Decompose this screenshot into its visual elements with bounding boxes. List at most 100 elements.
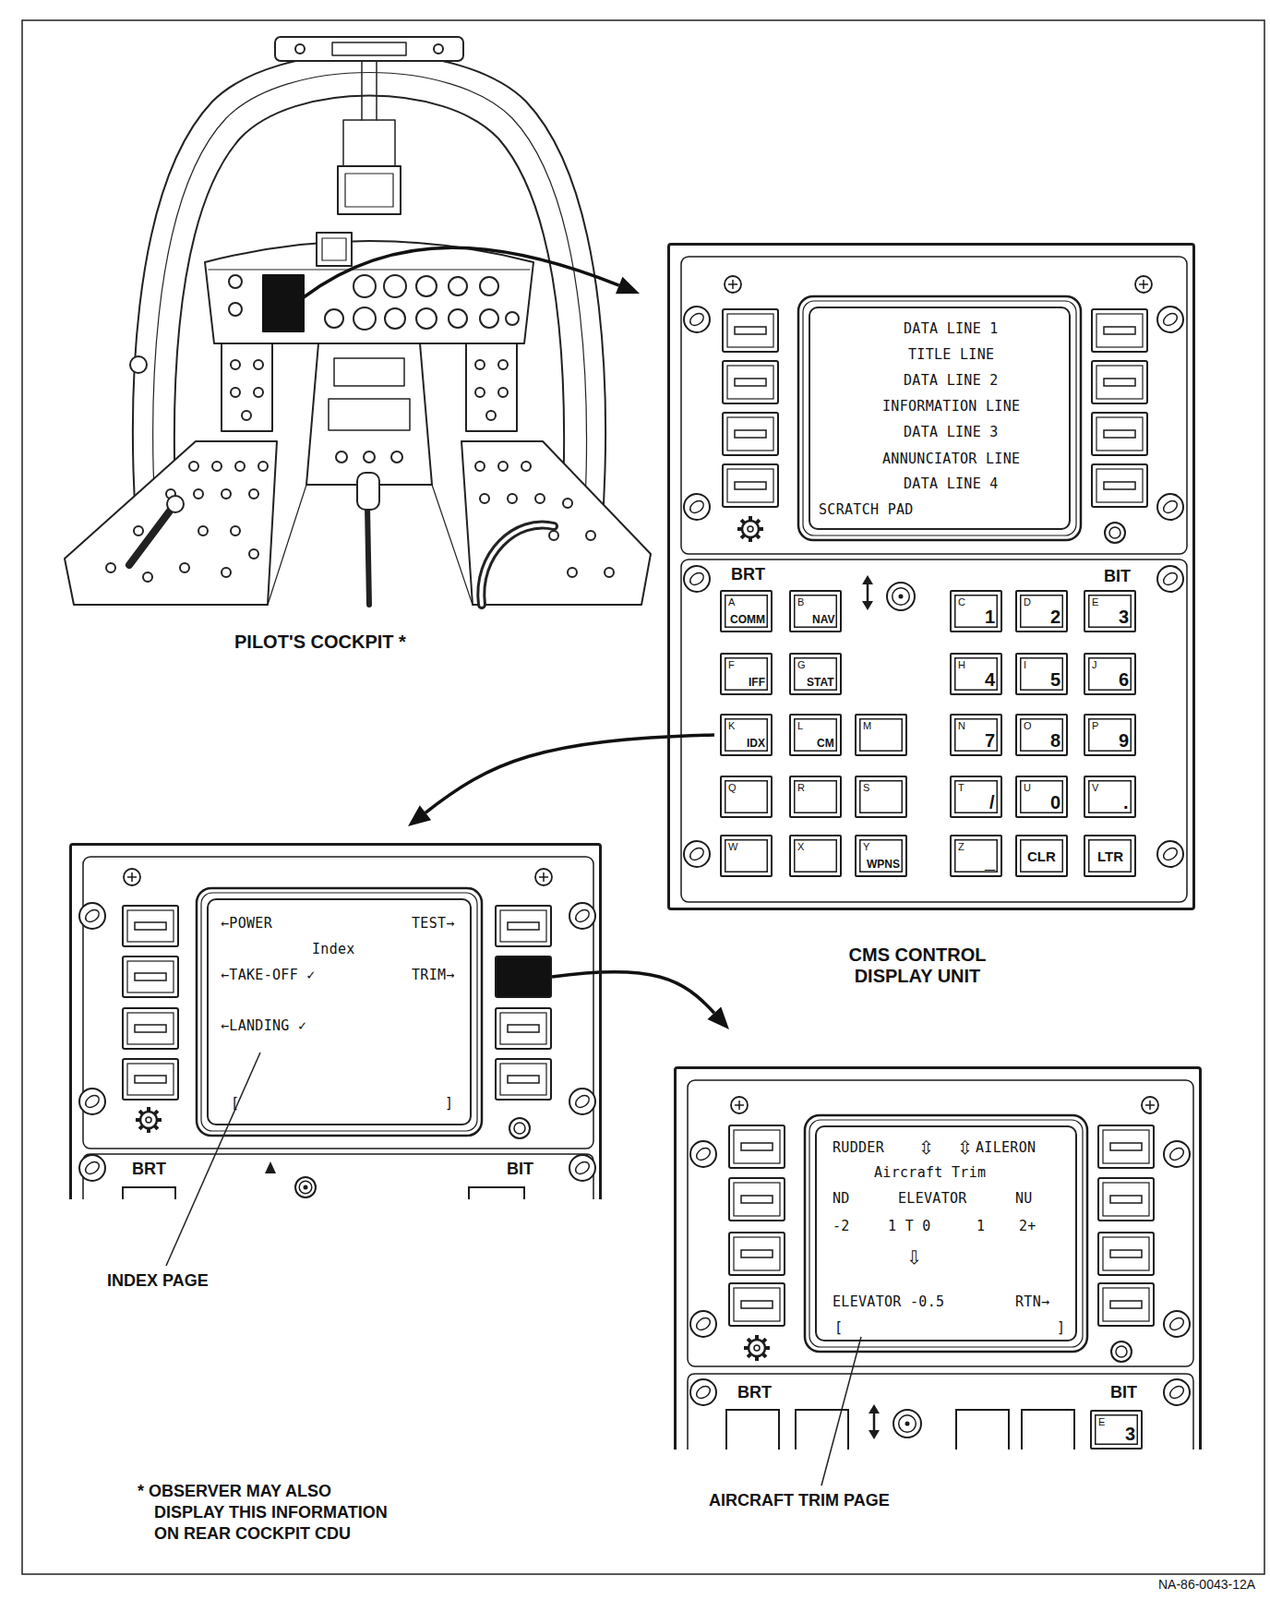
panel-frame xyxy=(681,559,1187,902)
screen-text: DATA LINE 4 xyxy=(903,475,999,492)
indicator-ring xyxy=(1104,522,1126,543)
screen-text: ←TAKE-OFF ✓ xyxy=(220,966,316,983)
indicator-lens xyxy=(1109,527,1121,539)
line-select-key xyxy=(122,1007,179,1049)
screw-slot xyxy=(687,498,706,516)
screw-cross xyxy=(539,872,549,882)
screen-text: TEST→ xyxy=(411,914,456,932)
indicator-ring xyxy=(509,1117,530,1139)
screw-head xyxy=(1163,1310,1190,1337)
line-select-key xyxy=(1098,1282,1154,1326)
leader-lines xyxy=(166,1052,862,1486)
panel-label: PILOT'S COCKPIT * xyxy=(234,631,407,653)
bit-indicator xyxy=(509,1117,530,1139)
keypad-key: LCM xyxy=(789,713,842,756)
cockpit-drawing-part xyxy=(253,359,264,370)
line-select-key xyxy=(1098,1177,1154,1221)
cockpit-drawing-part xyxy=(295,44,305,54)
key-legend: E xyxy=(1098,1415,1105,1427)
keypad-key: E3 xyxy=(1083,589,1137,633)
key-legend: O xyxy=(1023,719,1032,731)
cockpit-drawing-part xyxy=(345,173,394,207)
screw-head xyxy=(683,565,710,592)
display-screen: ←POWERTEST→Index←TAKE-OFF ✓TRIM→←LANDING… xyxy=(206,898,472,1126)
key-legend: 1 xyxy=(984,607,995,626)
key-outline xyxy=(1091,309,1148,352)
cockpit-drawing-part xyxy=(337,166,401,215)
key-legend: W xyxy=(728,840,738,852)
key-legend: _ xyxy=(984,851,995,871)
knob-rim xyxy=(886,582,915,611)
brightness-control xyxy=(737,515,764,542)
screw-slot xyxy=(83,1092,101,1110)
cockpit-drawing-part xyxy=(235,461,245,471)
key-inner xyxy=(127,1012,174,1044)
key-inner xyxy=(1096,313,1143,348)
cockpit-drawing-part xyxy=(230,526,240,536)
cockpit-drawing-part xyxy=(479,309,499,328)
screw-head xyxy=(1157,565,1184,592)
key-inner xyxy=(1102,1129,1150,1163)
arrow-head xyxy=(615,276,640,295)
cockpit-drawing-part xyxy=(353,307,376,330)
cockpit-drawing-part xyxy=(604,567,614,577)
screw-slot xyxy=(1161,845,1179,863)
key-inner xyxy=(727,365,774,399)
cockpit-drawing-part xyxy=(324,309,344,328)
key-bar xyxy=(1110,1249,1142,1258)
knob-dot xyxy=(303,1185,309,1190)
brightness-control xyxy=(743,1334,770,1361)
key-legend: T xyxy=(958,781,965,793)
cockpit-drawing-part xyxy=(375,60,378,120)
cockpit-drawing-part xyxy=(230,359,240,370)
key-legend: STAT xyxy=(806,675,835,689)
keypad-key: R xyxy=(789,775,842,818)
key-outline xyxy=(1091,464,1148,507)
key-legend: 0 xyxy=(1050,792,1061,812)
cockpit-drawing-part xyxy=(367,505,370,605)
screen-text: AILERON xyxy=(975,1138,1036,1156)
cockpit-drawing-part xyxy=(479,493,490,504)
key-bar xyxy=(734,326,767,335)
key-bar xyxy=(734,481,767,490)
cockpit-drawing-part xyxy=(343,119,396,167)
key-outline xyxy=(729,1232,785,1275)
key-legend: 3 xyxy=(1125,1424,1136,1443)
cockpit-drawing-part xyxy=(263,275,304,332)
panel-label: BIT xyxy=(506,1159,534,1179)
cockpit-drawing-part xyxy=(230,387,240,397)
screw-head xyxy=(1163,1140,1190,1167)
screw-slot xyxy=(1161,311,1179,328)
screw-slot xyxy=(83,907,101,924)
figure-label: INDEX PAGE xyxy=(107,1270,209,1291)
key-inner xyxy=(733,1236,780,1270)
key-legend: F xyxy=(728,658,735,671)
screw-head xyxy=(79,1154,106,1181)
key-bar xyxy=(134,922,167,930)
rotary-knob xyxy=(295,1176,316,1198)
screw-head xyxy=(123,868,141,886)
key-outline xyxy=(722,309,779,352)
cockpit-drawing-part xyxy=(64,441,277,605)
key-legend: V xyxy=(1091,781,1099,793)
screen-text: TITLE LINE xyxy=(908,346,995,363)
key-outline xyxy=(1091,412,1148,456)
cockpit-drawing-part xyxy=(461,441,651,605)
cockpit-drawing-part xyxy=(204,240,534,344)
cockpit-drawing-part xyxy=(332,42,407,56)
keypad-key: E3 xyxy=(1090,1409,1143,1450)
cockpit-drawing-part xyxy=(106,563,116,573)
screw-slot xyxy=(573,1159,591,1176)
cockpit-drawing-part xyxy=(498,359,508,370)
cockpit-drawing-part xyxy=(306,343,432,485)
cockpit-drawing-part xyxy=(249,489,259,499)
key-inner xyxy=(1102,1236,1150,1270)
line-select-key xyxy=(729,1232,785,1275)
cockpit-drawing-part xyxy=(249,549,259,559)
flow-arrow xyxy=(551,971,730,1030)
gear-body xyxy=(140,1111,157,1128)
brightness-control xyxy=(135,1106,162,1133)
key-inner xyxy=(733,1287,780,1321)
screen-bezel xyxy=(798,296,1081,540)
key-legend: G xyxy=(797,658,806,671)
